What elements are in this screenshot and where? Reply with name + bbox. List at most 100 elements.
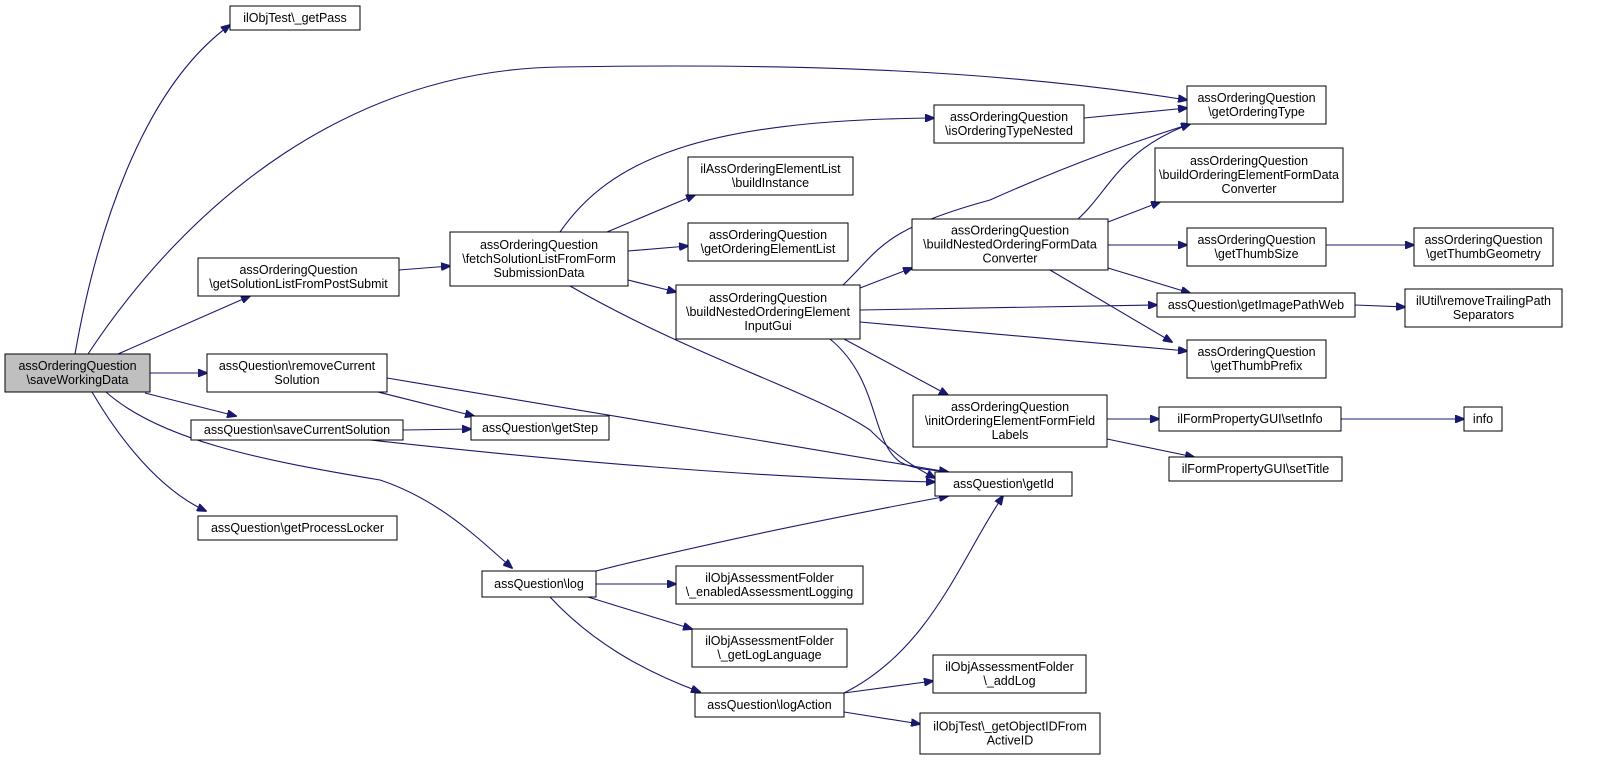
edge-buildNestedOrderingFormDataConverter-to-getThumbPrefix [1049, 269, 1172, 342]
node-buildNestedOrderingFormDataConverter[interactable]: assOrderingQuestion\buildNestedOrderingF… [911, 218, 1109, 271]
edge-saveWorkingData-to-log [105, 391, 512, 568]
edge-buildNestedOrderingFormDataConverter-to-getOrderingType [1077, 124, 1190, 220]
node-box [687, 156, 854, 196]
node-label-line: \getThumbSize [1214, 247, 1298, 261]
node-box [912, 394, 1108, 448]
node-setInfo[interactable]: ilFormPropertyGUI\setInfo [1158, 406, 1342, 432]
node-getPass[interactable]: ilObjTest\_getPass [229, 5, 361, 31]
node-box [675, 565, 864, 605]
node-getSolutionListFromPostSubmit[interactable]: assOrderingQuestion\getSolutionListFromP… [197, 257, 400, 297]
node-buildOrderingElementFormDataConverter[interactable]: assOrderingQuestion\buildOrderingElement… [1154, 147, 1344, 203]
edge-logAction-to-addLog [843, 681, 933, 694]
node-label-line: \saveWorkingData [27, 373, 129, 387]
node-label-line: \getThumbGeometry [1426, 247, 1541, 261]
node-box [691, 628, 848, 668]
node-getThumbGeometry[interactable]: assOrderingQuestion\getThumbGeometry [1413, 227, 1554, 267]
node-label-line: \_enabledAssessmentLogging [686, 585, 854, 599]
node-label-line: assQuestion\getImagePathWeb [1168, 298, 1344, 312]
node-label-line: Separators [1453, 308, 1514, 322]
node-getProcessLocker[interactable]: assQuestion\getProcessLocker [197, 515, 398, 541]
node-saveWorkingData[interactable]: assOrderingQuestion\saveWorkingData [4, 353, 151, 393]
nodes: assOrderingQuestion\saveWorkingDatailObj… [4, 5, 1563, 755]
node-getOrderingElementList[interactable]: assOrderingQuestion\getOrderingElementLi… [687, 222, 849, 262]
node-enabledAssessmentLogging[interactable]: ilObjAssessmentFolder\_enabledAssessment… [675, 565, 864, 605]
node-buildNestedOrderingElementInputGui[interactable]: assOrderingQuestion\buildNestedOrderingE… [675, 284, 861, 340]
edge-buildNestedOrderingElementInputGui-to-getThumbPrefix [859, 321, 1187, 351]
edge-buildNestedOrderingFormDataConverter-to-buildOrderingElementFormDataConverter [1107, 202, 1160, 223]
node-getLogLanguage[interactable]: ilObjAssessmentFolder\_getLogLanguage [691, 628, 848, 668]
node-initOrderingElementFormFieldLabels[interactable]: assOrderingQuestion\initOrderingElementF… [912, 394, 1108, 448]
node-label-line: ActiveID [987, 734, 1034, 748]
edge-saveCurrentSolution-to-getId [369, 439, 935, 482]
node-setTitle[interactable]: ilFormPropertyGUI\setTitle [1168, 456, 1343, 482]
node-log[interactable]: assQuestion\log [481, 570, 597, 598]
node-label-line: Solution [274, 373, 319, 387]
node-getId[interactable]: assQuestion\getId [934, 471, 1073, 497]
node-box [1186, 227, 1327, 267]
node-box [197, 257, 400, 297]
node-label-line: \fetchSolutionListFromForm [462, 252, 616, 266]
node-label-line: Converter [1222, 182, 1277, 196]
node-label-line: ilObjTest\_getObjectIDFrom [933, 720, 1087, 734]
node-label-line: assOrderingQuestion [1197, 345, 1315, 359]
node-info[interactable]: info [1463, 406, 1503, 432]
node-label-line: \isOrderingTypeNested [945, 124, 1073, 138]
node-label-line: \_addLog [983, 674, 1035, 688]
edge-initOrderingElementFormFieldLabels-to-setTitle [1106, 438, 1194, 457]
edge-getImagePathWeb-to-removeTrailingPathSeparators [1354, 305, 1405, 307]
node-logAction[interactable]: assQuestion\logAction [694, 692, 845, 718]
node-box [1156, 292, 1356, 318]
edge-fetchSolutionList-to-getOrderingElementList [627, 246, 688, 252]
node-getStep[interactable]: assQuestion\getStep [470, 415, 610, 441]
node-label-line: assQuestion\getStep [482, 421, 598, 435]
edge-isOrderingTypeNested-to-getOrderingType [1083, 108, 1187, 119]
node-getImagePathWeb[interactable]: assQuestion\getImagePathWeb [1156, 292, 1356, 318]
node-box [1186, 339, 1327, 379]
node-fetchSolutionList[interactable]: assOrderingQuestion\fetchSolutionListFro… [449, 231, 629, 287]
edge-log-to-getLogLanguage [587, 596, 692, 629]
edge-log-to-logAction [549, 596, 700, 692]
node-box [1413, 227, 1554, 267]
node-box [1168, 456, 1343, 482]
node-label-line: ilFormPropertyGUI\setTitle [1182, 462, 1330, 476]
node-label-line: assOrderingQuestion [709, 228, 827, 242]
edge-getSolutionListFromPostSubmit-to-fetchSolutionList [398, 266, 450, 270]
node-box [933, 104, 1085, 144]
edge-fetchSolutionList-to-isOrderingTypeNested [559, 118, 934, 233]
node-label-line: \getSolutionListFromPostSubmit [209, 277, 388, 291]
node-label-line: assQuestion\log [494, 577, 584, 591]
edge-saveWorkingData-to-getOrderingType [87, 65, 1187, 355]
node-label-line: \initOrderingElementFormField [925, 414, 1095, 428]
node-label-line: assOrderingQuestion [951, 400, 1069, 414]
edge-saveWorkingData-to-getProcessLocker [91, 391, 206, 511]
edge-logAction-to-getId [843, 496, 1003, 694]
node-buildInstance[interactable]: ilAssOrderingElementList\buildInstance [687, 156, 854, 196]
node-box [934, 471, 1073, 497]
node-getThumbSize[interactable]: assOrderingQuestion\getThumbSize [1186, 227, 1327, 267]
node-label-line: info [1473, 412, 1493, 426]
node-label-line: \getOrderingElementList [701, 242, 836, 256]
edge-buildNestedOrderingFormDataConverter-to-getImagePathWeb [1107, 267, 1190, 293]
node-box [919, 712, 1101, 755]
node-addLog[interactable]: ilObjAssessmentFolder\_addLog [932, 654, 1087, 694]
node-box [1158, 406, 1342, 432]
node-label-line: assQuestion\getId [953, 477, 1054, 491]
node-label-line: ilFormPropertyGUI\setInfo [1177, 412, 1322, 426]
node-getThumbPrefix[interactable]: assOrderingQuestion\getThumbPrefix [1186, 339, 1327, 379]
node-isOrderingTypeNested[interactable]: assOrderingQuestion\isOrderingTypeNested [933, 104, 1085, 144]
node-label-line: ilObjAssessmentFolder [705, 571, 834, 585]
node-label-line: assOrderingQuestion [480, 238, 598, 252]
node-saveCurrentSolution[interactable]: assQuestion\saveCurrentSolution [190, 419, 404, 441]
node-box [470, 415, 610, 441]
node-label-line: \_getLogLanguage [717, 648, 821, 662]
node-box [481, 570, 597, 598]
edge-saveWorkingData-to-getSolutionListFromPostSubmit [117, 296, 250, 355]
node-getOrderingType[interactable]: assOrderingQuestion\getOrderingType [1186, 85, 1327, 125]
edges [74, 25, 1464, 724]
edge-buildNestedOrderingElementInputGui-to-getImagePathWeb [859, 305, 1157, 311]
node-box [4, 353, 151, 393]
node-label-line: \buildOrderingElementFormData [1159, 168, 1339, 182]
